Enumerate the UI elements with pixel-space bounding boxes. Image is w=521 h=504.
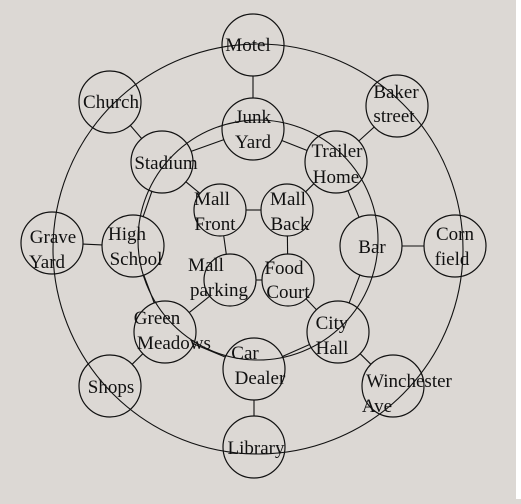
node-label-green-meadows-line-2: Meadows [137,333,211,354]
node-label-car-dealer-line-2: Dealer [235,368,286,389]
edge-junk-yard-trailer-home [282,141,307,151]
node-label-city-hall-line-1: City [316,313,349,334]
node-label-stadium-line-1: Stadium [134,153,198,174]
edge-church-stadium [130,125,141,138]
node-label-high-school-line-1: High [108,224,147,245]
node-label-mall-back-line-2: Back [270,214,310,235]
node-label-trailer-home-line-1: Trailer [311,141,363,162]
node-label-winchester-ave-line-1: Winchester [366,371,452,392]
node-label-food-court-line-2: Court [266,282,310,303]
edge-city-hall-winchester-ave [360,354,371,365]
node-church: Church [79,71,141,133]
node-label-baker-street-line-1: Baker [373,82,419,103]
edge-green-meadows-shops [132,354,143,365]
node-label-car-dealer-line-1: Car [231,343,259,364]
window-edge [516,0,521,499]
node-label-mall-parking-line-1: Mall [188,255,224,276]
node-label-grave-yard-line-1: Grave [30,227,76,248]
edge-high-school-green-meadows [144,275,154,303]
node-baker-street: Baker street [366,75,428,137]
node-label-food-court-line-1: Food [264,258,304,279]
node-mall-parking: Mall parking [188,254,256,306]
edge-grave-yard-high-school [83,244,102,245]
node-corn-field: Corn field [424,215,486,277]
node-label-corn-field-line-2: field [435,249,470,270]
node-bar: Bar [340,215,402,277]
node-label-trailer-home-line-2: Home [313,167,359,188]
node-label-high-school-line-2: School [110,249,163,270]
node-label-junk-yard-line-1: Junk [235,107,271,128]
node-library: Library [223,416,285,478]
edge-junk-yard-stadium [191,140,224,152]
edge-bar-city-hall [349,275,360,303]
node-label-winchester-ave-line-2: Ave [362,396,392,417]
node-label-baker-street-line-2: street [373,106,415,127]
node-label-green-meadows-line-1: Green [134,308,181,329]
node-label-bar-line-1: Bar [358,237,386,258]
node-label-grave-yard-line-2: Yard [29,252,66,273]
node-label-city-hall-line-2: Hall [316,338,349,359]
node-label-junk-yard-line-2: Yard [235,132,272,153]
edge-baker-street-trailer-home [359,127,374,141]
edge-trailer-home-bar [348,191,359,218]
node-label-church-line-1: Church [83,92,139,113]
node-label-motel-line-1: Motel [225,35,270,56]
node-shops: Shops [79,355,141,417]
edge-stadium-high-school [143,191,152,216]
node-label-mall-parking-line-2: parking [190,280,249,301]
node-label-mall-front-line-1: Mall [194,189,230,210]
node-label-mall-back-line-1: Mall [270,189,306,210]
node-label-library-line-1: Library [228,438,285,459]
edge-mall-front-mall-parking [224,236,227,255]
node-label-mall-front-line-2: Front [194,214,236,235]
node-label-shops-line-1: Shops [88,377,134,398]
node-label-corn-field-line-1: Corn [436,224,475,245]
